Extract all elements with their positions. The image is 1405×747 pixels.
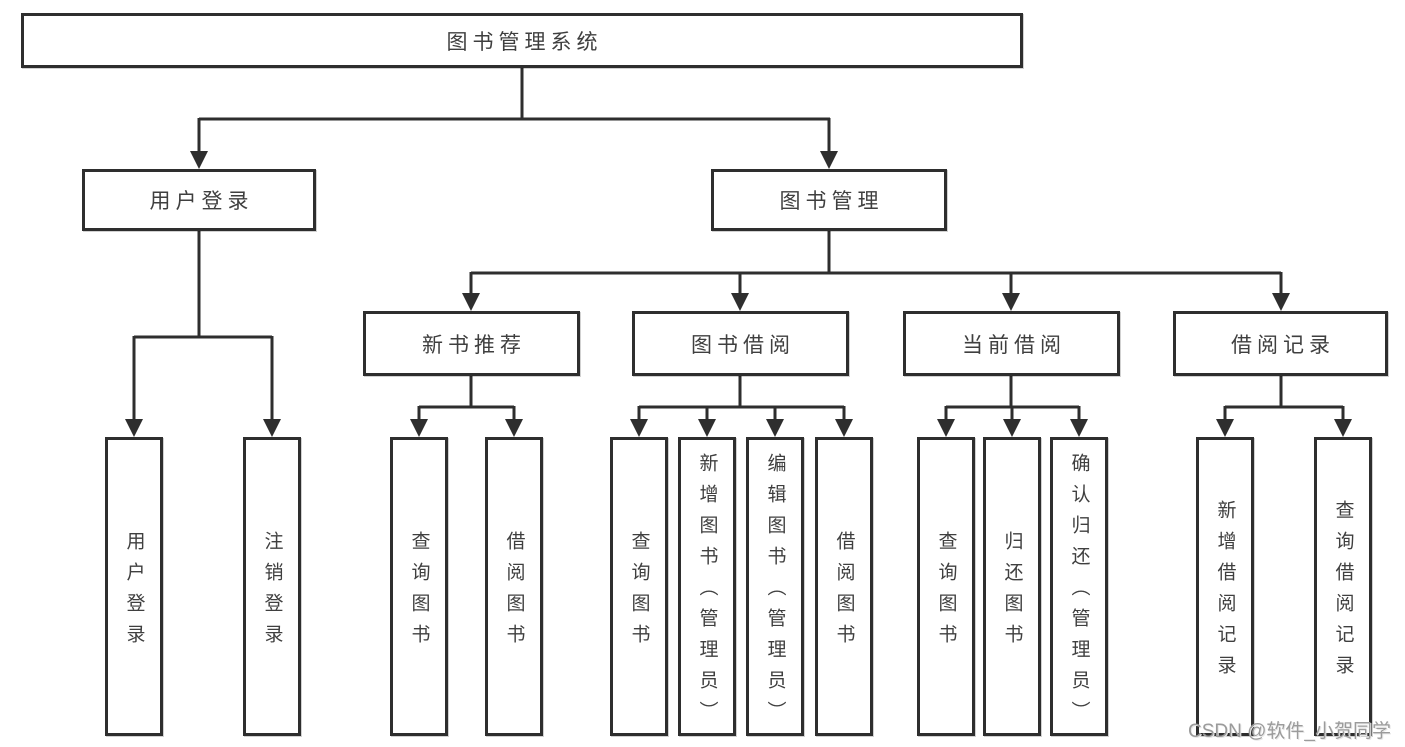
node-label: 查询图书 (628, 530, 650, 655)
arrowhead (698, 419, 716, 437)
arrowhead (410, 419, 428, 437)
node-user-login: 用户登录 (82, 169, 316, 231)
connector-root-to-level2 (197, 68, 831, 156)
arrowhead (820, 151, 838, 169)
arrowhead (1334, 419, 1352, 437)
node-leaf-borrow-books-1: 借阅图书 (485, 437, 543, 736)
node-label: 注销登录 (261, 530, 283, 655)
arrowhead (190, 151, 208, 169)
arrowhead (462, 293, 480, 311)
connector-borrow-record-to-leaves (1223, 376, 1345, 421)
arrowhead (263, 419, 281, 437)
arrowhead (505, 419, 523, 437)
node-label: 新增图书（管理员） (696, 453, 718, 732)
arrowhead (731, 293, 749, 311)
node-book-borrow: 图书借阅 (632, 311, 849, 376)
connector-book-mgmt-to-level3 (469, 231, 1283, 295)
arrowhead (766, 419, 784, 437)
node-label: 查询借阅记录 (1332, 499, 1354, 686)
connector-new-book-rec-to-leaves (417, 376, 516, 421)
node-borrow-record: 借阅记录 (1173, 311, 1388, 376)
node-new-book-rec: 新书推荐 (363, 311, 580, 376)
arrowhead (1070, 419, 1088, 437)
node-leaf-query-books-2: 查询图书 (610, 437, 668, 736)
arrowhead (1003, 419, 1021, 437)
node-leaf-edit-books-admin: 编辑图书（管理员） (746, 437, 804, 736)
node-label: 编辑图书（管理员） (764, 453, 786, 732)
connector-book-borrow-to-leaves (637, 376, 846, 421)
node-label: 借阅图书 (503, 530, 525, 655)
arrowhead (835, 419, 853, 437)
arrowhead (1216, 419, 1234, 437)
node-leaf-return-books: 归还图书 (983, 437, 1041, 736)
arrowhead (630, 419, 648, 437)
csdn-watermark: CSDN @软件_小贺同学 (1188, 721, 1391, 742)
node-leaf-add-books-admin: 新增图书（管理员） (678, 437, 736, 736)
connector-current-borrow-to-leaves (944, 376, 1081, 421)
arrowhead (1002, 293, 1020, 311)
connector-user-login-to-leaves (132, 231, 274, 421)
arrowhead (1272, 293, 1290, 311)
node-leaf-query-books-1: 查询图书 (390, 437, 448, 736)
node-label: 确认归还（管理员） (1068, 453, 1090, 732)
node-label: 归还图书 (1001, 530, 1023, 655)
node-label: 借阅图书 (833, 530, 855, 655)
node-leaf-confirm-return-admin: 确认归还（管理员） (1050, 437, 1108, 736)
node-leaf-query-books-3: 查询图书 (917, 437, 975, 736)
node-leaf-borrow-books-2: 借阅图书 (815, 437, 873, 736)
arrowhead (937, 419, 955, 437)
node-leaf-user-login: 用户登录 (105, 437, 163, 736)
node-label: 查询图书 (935, 530, 957, 655)
node-label: 用户登录 (123, 530, 145, 655)
node-root: 图书管理系统 (21, 13, 1023, 68)
node-current-borrow: 当前借阅 (903, 311, 1120, 376)
node-leaf-query-borrow-record: 查询借阅记录 (1314, 437, 1372, 736)
node-leaf-logout: 注销登录 (243, 437, 301, 736)
node-label: 新增借阅记录 (1214, 499, 1236, 686)
node-book-mgmt: 图书管理 (711, 169, 947, 231)
node-label: 查询图书 (408, 530, 430, 655)
arrowhead (125, 419, 143, 437)
node-leaf-add-borrow-record: 新增借阅记录 (1196, 437, 1254, 736)
